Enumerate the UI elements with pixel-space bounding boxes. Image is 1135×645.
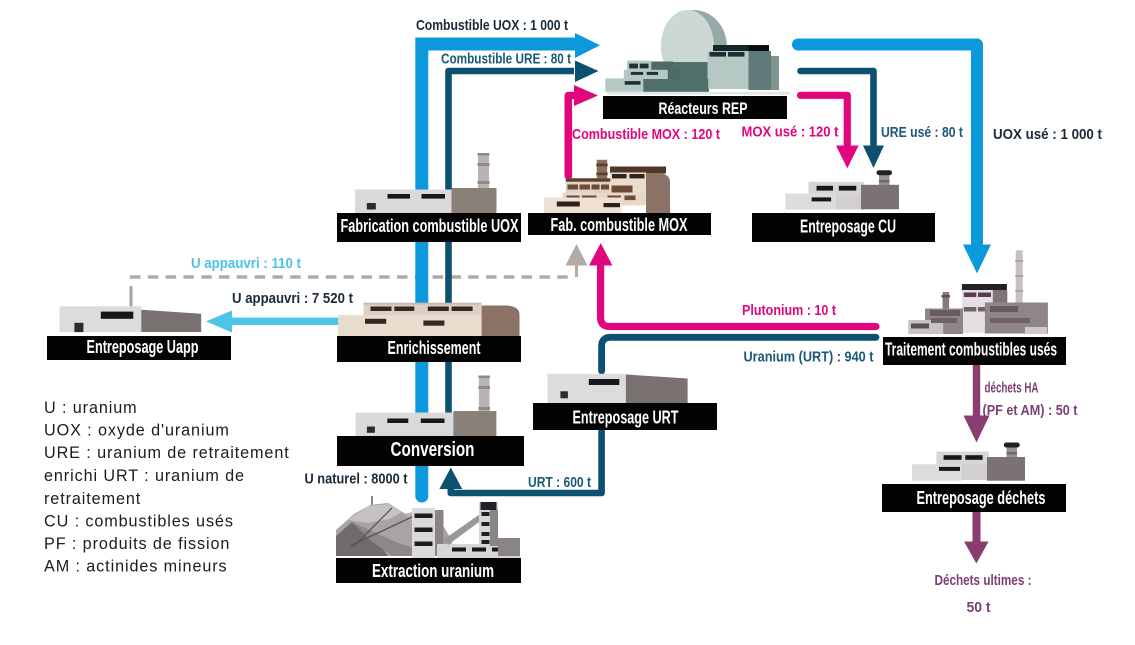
svg-text:URE : uranium de retraitement: URE : uranium de retraitement (44, 444, 290, 462)
svg-text:MOX usé : 120 t: MOX usé : 120 t (742, 124, 839, 141)
svg-text:CU : combustibles usés: CU : combustibles usés (44, 513, 234, 531)
svg-text:Enrichissement: Enrichissement (388, 338, 481, 358)
svg-text:URE usé : 80 t: URE usé : 80 t (881, 124, 963, 141)
svg-text:Entreposage déchets: Entreposage déchets (917, 487, 1046, 508)
svg-text:AM : actinides mineurs: AM : actinides mineurs (44, 558, 228, 576)
svg-text:Entreposage Uapp: Entreposage Uapp (87, 337, 199, 357)
svg-text:U : uranium: U : uranium (44, 399, 138, 417)
svg-text:Combustible URE : 80 t: Combustible URE : 80 t (441, 51, 571, 68)
svg-text:Combustible UOX : 1 000 t: Combustible UOX : 1 000 t (416, 17, 568, 34)
svg-text:Conversion: Conversion (391, 439, 475, 461)
svg-text:U naturel : 8000 t: U naturel : 8000 t (305, 471, 408, 488)
svg-text:Entreposage CU: Entreposage CU (800, 217, 896, 237)
svg-text:U appauvri : 110 t: U appauvri : 110 t (191, 255, 301, 272)
svg-text:50 t: 50 t (967, 599, 991, 616)
svg-text:Uranium (URT) : 940 t: Uranium (URT) : 940 t (744, 349, 874, 366)
svg-text:enrichi URT : uranium de: enrichi URT : uranium de (44, 467, 245, 485)
svg-text:U appauvri : 7 520 t: U appauvri : 7 520 t (232, 290, 353, 307)
svg-text:déchets HA: déchets HA (985, 380, 1039, 397)
svg-text:retraitement: retraitement (44, 490, 141, 508)
svg-text:Extraction uranium: Extraction uranium (372, 561, 494, 581)
svg-text:Entreposage URT: Entreposage URT (573, 407, 679, 428)
svg-text:Plutonium : 10 t: Plutonium : 10 t (742, 302, 836, 319)
svg-text:Fab. combustible MOX: Fab. combustible MOX (551, 215, 688, 235)
svg-text:PF : produits de fission: PF : produits de fission (44, 535, 230, 553)
svg-text:Traitement combustibles usés: Traitement combustibles usés (885, 339, 1057, 360)
svg-text:Fabrication combustible UOX: Fabrication combustible UOX (341, 215, 519, 236)
svg-text:Combustible MOX : 120 t: Combustible MOX : 120 t (572, 126, 720, 143)
svg-text:(PF et AM) : 50 t: (PF et AM) : 50 t (983, 402, 1078, 419)
svg-text:UOX : oxyde d'uranium: UOX : oxyde d'uranium (44, 422, 230, 440)
svg-text:Déchets ultimes :: Déchets ultimes : (935, 572, 1032, 589)
svg-text:Réacteurs REP: Réacteurs REP (659, 100, 748, 118)
svg-text:UOX usé : 1 000 t: UOX usé : 1 000 t (993, 126, 1102, 143)
svg-text:URT : 600 t: URT : 600 t (528, 474, 591, 491)
